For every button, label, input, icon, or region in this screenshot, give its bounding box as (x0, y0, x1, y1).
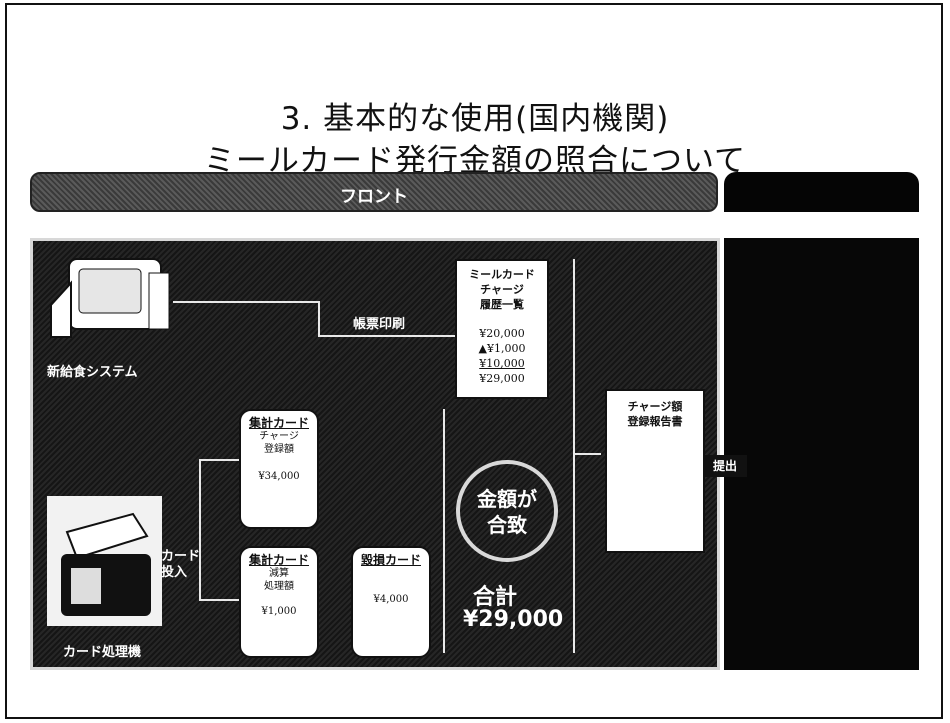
card-processing-machine-icon (47, 496, 162, 626)
right-panel (724, 238, 919, 670)
card-reduction-processed: 集計カード 減算 処理額 ¥1,000 (239, 546, 319, 658)
computer-terminal-icon (50, 258, 170, 338)
card-charge-registered: 集計カード チャージ 登録額 ¥34,000 (239, 409, 319, 529)
total-value: ¥29,000 (463, 607, 564, 632)
slide-frame (5, 3, 943, 719)
charge-report-document: チャージ額 登録報告書 (605, 389, 705, 553)
right-header-bar (724, 172, 919, 212)
slide-title-line1: 3. 基本的な使用(国内機関) (280, 101, 670, 137)
system-label: 新給食システム (47, 365, 138, 380)
front-diagram-panel: 新給食システム カード処理機 帳票印刷 カード投入 ミールカード チャージ 履歴… (30, 238, 720, 670)
machine-label: カード処理機 (63, 645, 142, 660)
submit-label: 提出 (703, 455, 747, 477)
front-header-label: フロント (340, 187, 408, 207)
card-damaged: 毀損カード ¥4,000 (351, 546, 431, 658)
print-label: 帳票印刷 (353, 317, 406, 332)
front-header-bar: フロント (30, 172, 718, 212)
charge-history-document: ミールカード チャージ 履歴一覧 ¥20,000 ▲¥1,000 ¥10,000… (455, 259, 549, 399)
total-label: 合計 (473, 585, 518, 610)
amount-match-badge: 金額が 合致 (456, 460, 558, 562)
card-insert-label: カード投入 (161, 549, 201, 580)
